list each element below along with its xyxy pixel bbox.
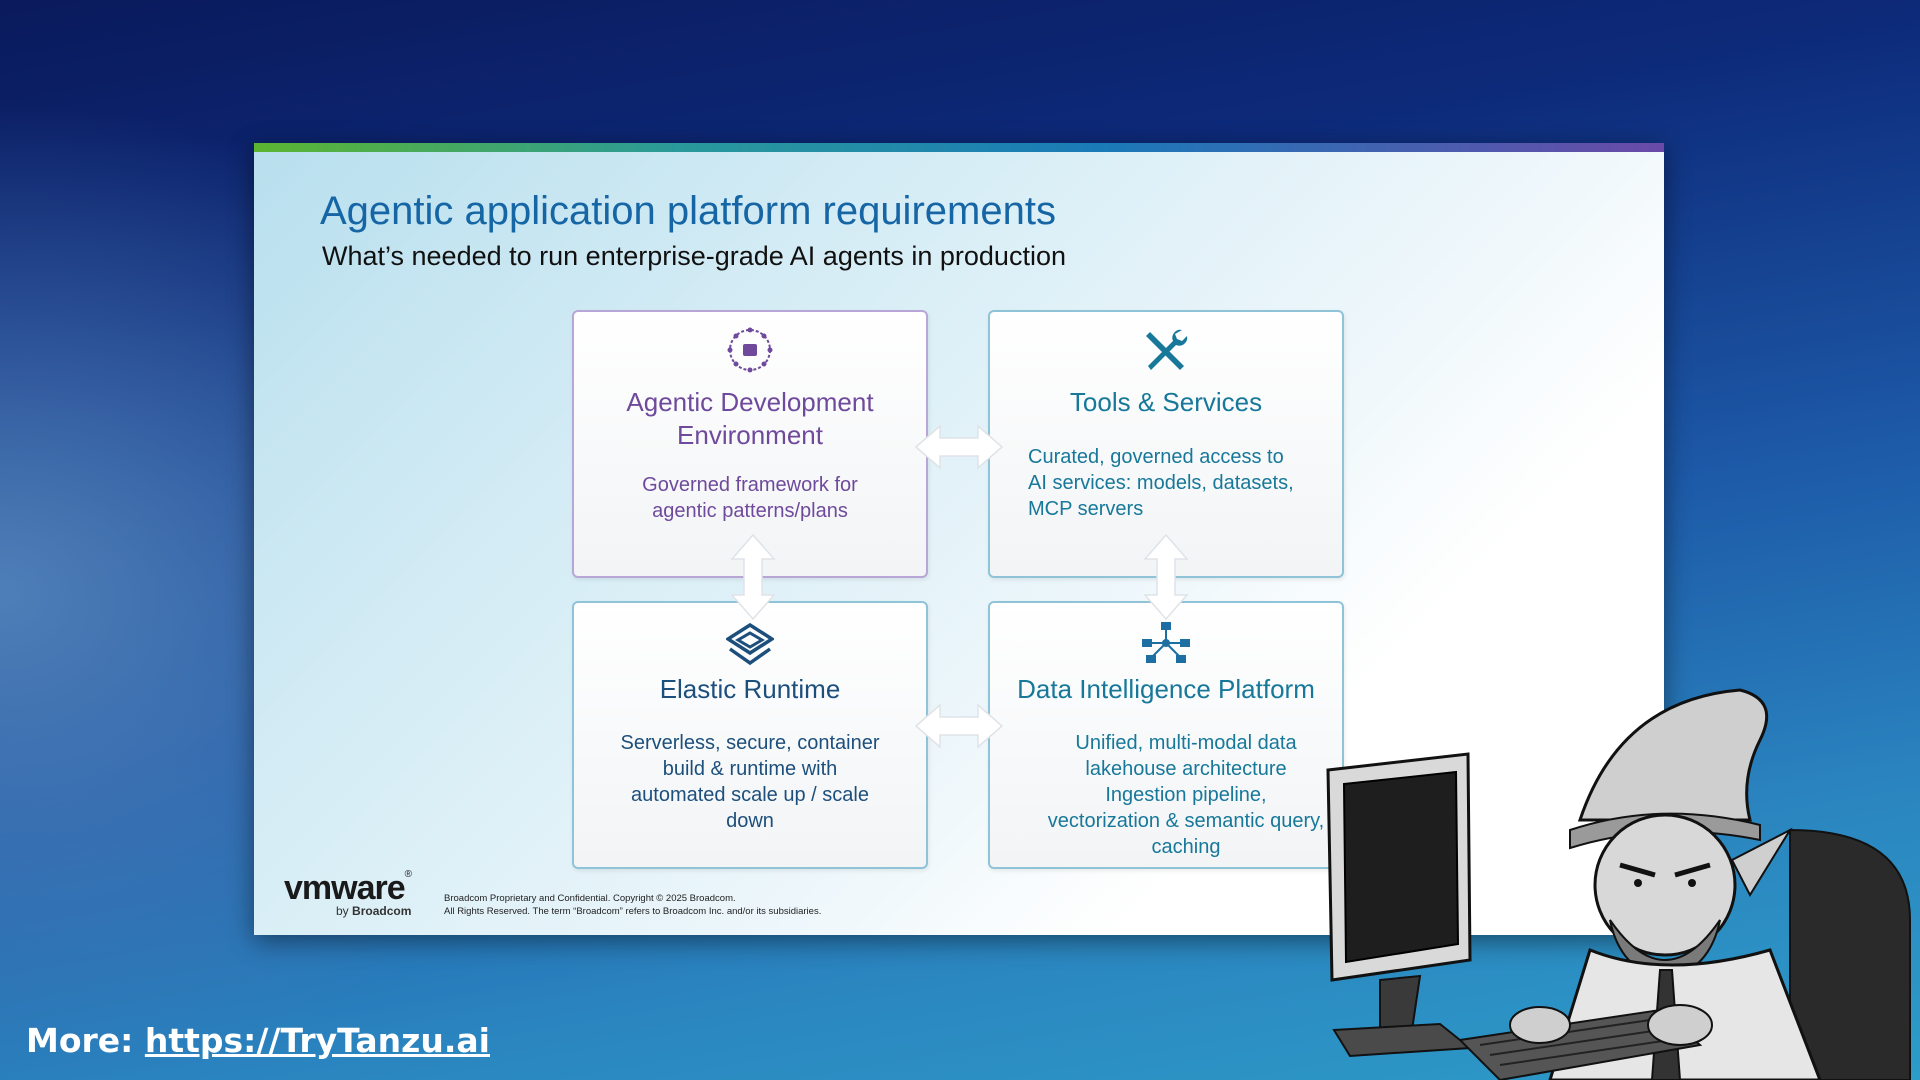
box-desc-line: Serverless, secure, container xyxy=(620,732,880,754)
network-topology-icon xyxy=(990,621,1342,669)
legal-notice: Broadcom Proprietary and Confidential. C… xyxy=(444,892,821,918)
horizontal-double-arrow-top xyxy=(914,424,1004,470)
more-info: More: https://TryTanzu.ai xyxy=(26,1021,490,1060)
box-title: Elastic Runtime xyxy=(659,674,841,704)
box-elastic-runtime: Elastic Runtime Serverless, secure, cont… xyxy=(572,601,928,869)
box-desc-line: MCP servers xyxy=(1028,498,1144,520)
box-desc-line: caching xyxy=(1151,836,1221,858)
box-desc-line: Curated, governed access to xyxy=(1028,446,1284,468)
more-label: More: xyxy=(26,1021,134,1060)
vmware-logo: vmware® by Broadcom xyxy=(284,869,412,918)
slide: Agentic application platform requirement… xyxy=(254,143,1664,935)
box-desc-line: agentic patterns/plans xyxy=(652,500,848,522)
box-desc-line: down xyxy=(726,810,774,832)
box-desc-line: vectorization & semantic query, xyxy=(1047,810,1325,832)
vertical-double-arrow-right xyxy=(1143,533,1189,621)
box-title: Data Intelligence Platform xyxy=(1017,674,1315,704)
logo-brand: vmware xyxy=(284,869,406,907)
more-link[interactable]: https://TryTanzu.ai xyxy=(144,1021,490,1060)
tools-icon xyxy=(990,326,1342,374)
box-desc-line: lakehouse architecture xyxy=(1085,758,1287,780)
horizontal-double-arrow-bottom xyxy=(914,703,1004,749)
slide-subtitle: What’s needed to run enterprise-grade AI… xyxy=(322,241,1066,271)
layers-icon xyxy=(574,623,926,671)
slide-accent-bar xyxy=(254,143,1664,152)
vertical-double-arrow-left xyxy=(730,533,776,621)
box-title-line: Agentic Development xyxy=(626,387,874,417)
box-agentic-development-environment: Agentic Development Environment Governed… xyxy=(572,310,928,578)
box-desc-line: Unified, multi-modal data xyxy=(1075,732,1297,754)
legal-line: Broadcom Proprietary and Confidential. C… xyxy=(444,893,736,904)
box-desc-line: automated scale up / scale xyxy=(631,784,869,806)
logo-by: by xyxy=(336,904,349,918)
box-desc-line: build & runtime with xyxy=(662,758,838,780)
box-desc-line: AI services: models, datasets, xyxy=(1028,472,1294,494)
gnome-at-computer-illustration xyxy=(1326,688,1911,1080)
slide-title: Agentic application platform requirement… xyxy=(320,189,1056,233)
agent-network-icon xyxy=(574,326,926,374)
box-data-intelligence-platform: Data Intelligence Platform Unified, mult… xyxy=(988,601,1344,869)
logo-company: Broadcom xyxy=(352,904,412,918)
box-desc-line: Governed framework for xyxy=(642,474,858,496)
box-tools-services: Tools & Services Curated, governed acces… xyxy=(988,310,1344,578)
legal-line: All Rights Reserved. The term “Broadcom”… xyxy=(444,906,822,917)
box-title-line: Environment xyxy=(677,420,823,450)
box-title: Tools & Services xyxy=(1069,387,1263,417)
box-desc-line: Ingestion pipeline, xyxy=(1105,784,1267,806)
